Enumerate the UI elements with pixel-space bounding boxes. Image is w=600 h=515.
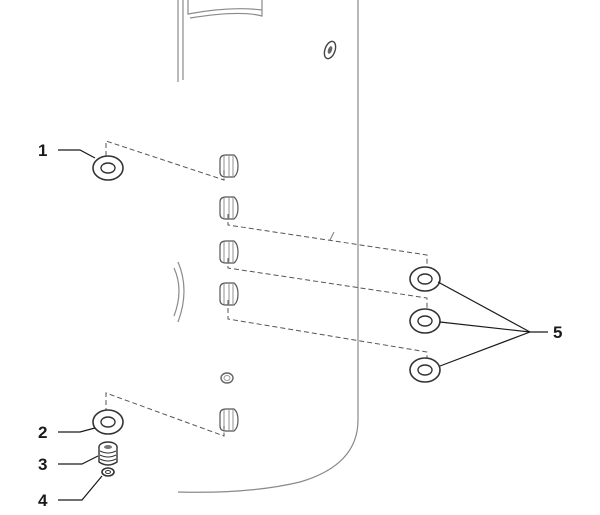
leader-lines: [58, 149, 548, 501]
rosette-5a-icon: [409, 266, 441, 292]
callout-1: 1: [38, 141, 47, 160]
callout-5: 5: [553, 323, 562, 342]
nozzle-3-icon: [219, 240, 239, 264]
rosette-2-icon: [92, 409, 124, 435]
nozzle-1-icon: [219, 154, 239, 178]
tank-mark: [329, 231, 335, 241]
seal-ring-icon: [101, 467, 115, 477]
tank-body: [173, 0, 359, 493]
nozzle-2-icon: [219, 196, 239, 220]
rosette-5b-icon: [409, 308, 441, 334]
rosette-5c-icon: [409, 357, 441, 383]
vent-fitting-icon: [323, 40, 337, 60]
callout-2: 2: [38, 423, 47, 442]
nozzle-4-icon: [219, 282, 239, 306]
callout-4: 4: [38, 491, 48, 510]
threaded-plug-icon: [98, 441, 118, 466]
callout-3: 3: [38, 455, 47, 474]
assembly-lines: [105, 140, 428, 437]
nozzle-5-icon: [219, 408, 239, 432]
rosette-1-icon: [92, 155, 124, 181]
sensor-pocket-icon: [220, 372, 234, 384]
